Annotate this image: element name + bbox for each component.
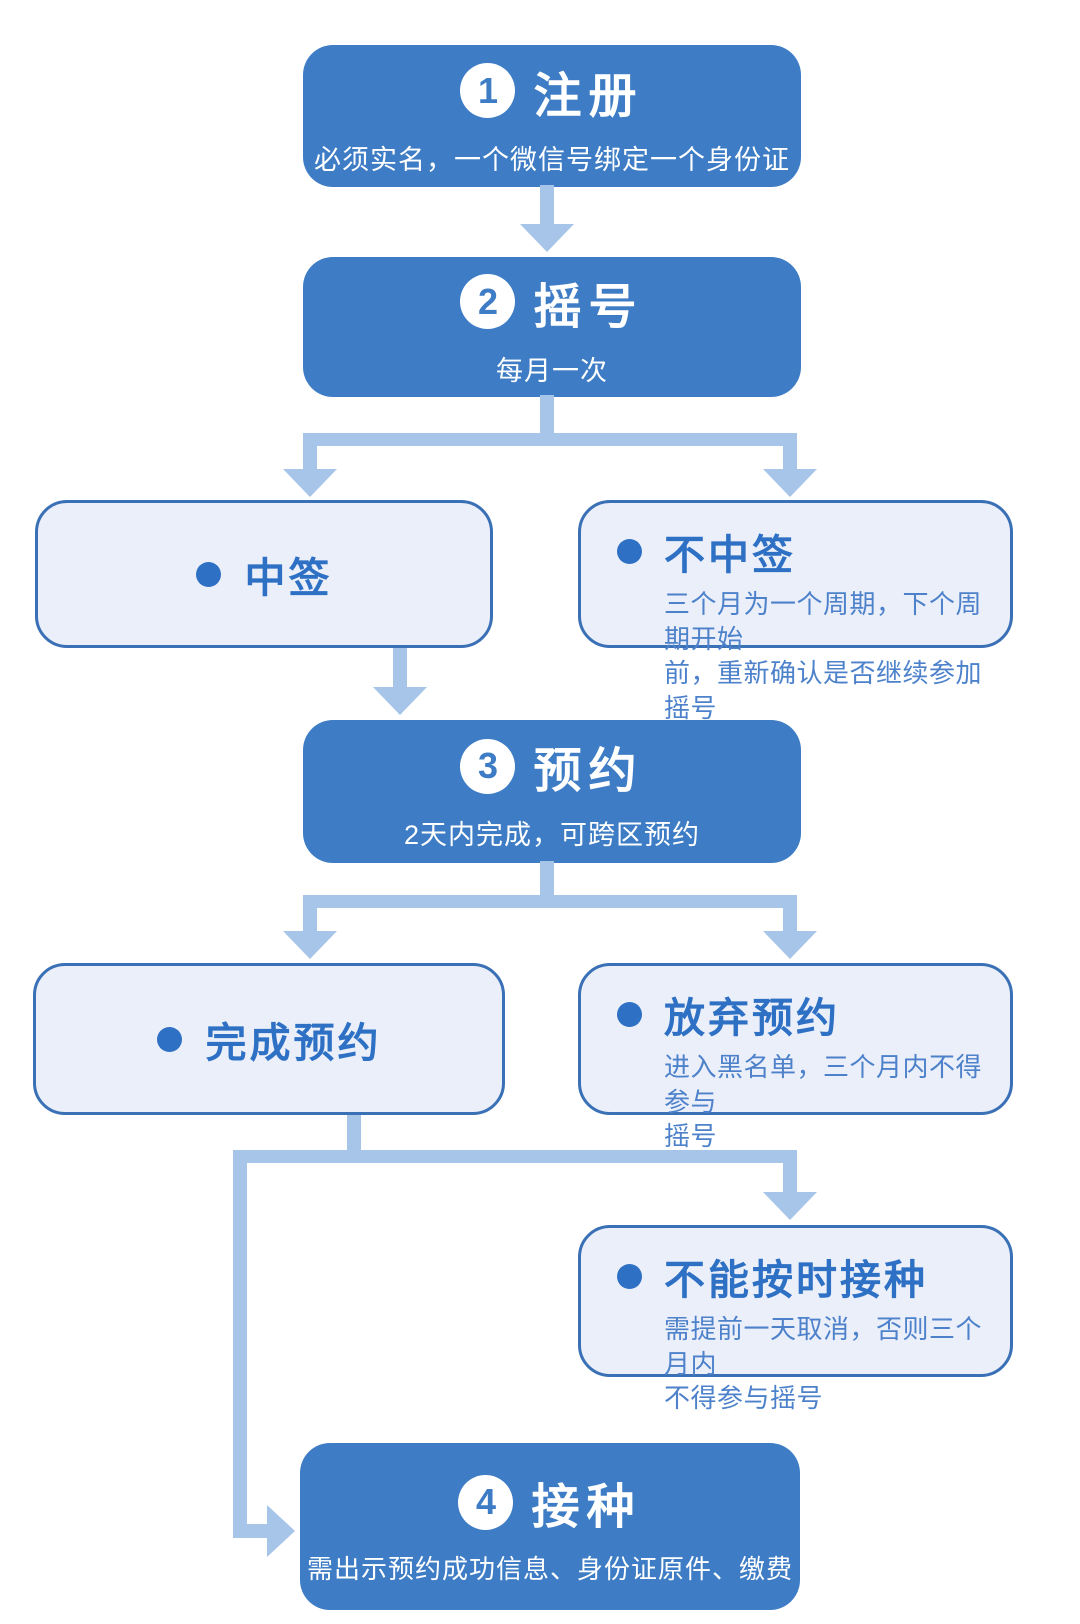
splitC-horizontal-shaft [233, 1150, 797, 1163]
arrow-down-icon [763, 931, 817, 959]
splitA-left-drop-shaft [303, 433, 317, 471]
outcome-lose-title: 不中签 [664, 532, 796, 578]
splitA-stub-shaft [540, 395, 554, 437]
step1-subtitle: 必须实名，一个微信号绑定一个身份证 [314, 144, 790, 175]
bullet-dot-icon [617, 1001, 642, 1027]
splitC-right-drop-shaft [783, 1150, 797, 1195]
outcome-giveup-box: 放弃预约 进入黑名单，三个月内不得参与 摇号 [578, 963, 1013, 1151]
outcome-late-desc: 需提前一天取消，否则三个月内 不得参与摇号 [664, 1314, 983, 1414]
outcome-done-box: 完成预约 [33, 963, 505, 1115]
arrow-down-icon [373, 687, 427, 715]
step4-subtitle: 需出示预约成功信息、身份证原件、缴费 [306, 1554, 793, 1584]
step3-subtitle: 2天内完成，可跨区预约 [403, 820, 701, 850]
bullet-dot-icon [195, 561, 221, 587]
splitC-stub-shaft [347, 1115, 361, 1155]
step1-register-box: 1 注册 必须实名，一个微信号绑定一个身份证 [303, 45, 801, 187]
outcome-lose-box: 不中签 三个月为一个周期，下个周期开始 前，重新确认是否继续参加摇号 [578, 500, 1013, 723]
step3-title: 预约 [533, 745, 644, 798]
step4-title: 接种 [531, 1481, 642, 1534]
step1-title-row: 1 注册 [460, 56, 643, 126]
outcome-giveup-desc: 进入黑名单，三个月内不得参与 摇号 [664, 1052, 983, 1152]
bullet-dot-icon [617, 1263, 642, 1289]
splitC-elbow-shaft [233, 1524, 269, 1538]
splitB-horizontal-shaft [303, 895, 797, 908]
arrow-down-icon [283, 469, 337, 497]
arrow-down-icon [763, 1192, 817, 1220]
step2-title-row: 2 摇号 [460, 267, 643, 337]
step2-subtitle: 每月一次 [496, 355, 608, 386]
step4-vaccinate-box: 4 接种 需出示预约成功信息、身份证原件、缴费 [300, 1443, 800, 1610]
outcome-win-box: 中签 [35, 500, 493, 648]
step2-title: 摇号 [533, 280, 644, 334]
connector-win-step3-shaft [393, 648, 407, 690]
splitC-left-long-shaft [233, 1150, 247, 1538]
splitB-stub-shaft [540, 861, 554, 901]
step1-title: 注册 [533, 69, 644, 123]
outcome-late-title-row: 不能按时接种 [617, 1246, 992, 1306]
step3-title-row: 3 预约 [460, 731, 643, 801]
step4-title-row: 4 接种 [458, 1467, 641, 1537]
step2-number-badge: 2 [460, 274, 516, 329]
step3-number-badge: 3 [460, 738, 516, 794]
step4-number-badge: 4 [458, 1474, 514, 1530]
bullet-dot-icon [617, 538, 642, 564]
outcome-giveup-title: 放弃预约 [664, 995, 840, 1041]
splitB-left-drop-shaft [303, 895, 317, 933]
outcome-giveup-title-row: 放弃预约 [617, 984, 992, 1044]
arrow-down-icon [763, 469, 817, 497]
outcome-late-title: 不能按时接种 [664, 1257, 928, 1303]
step1-number-badge: 1 [460, 63, 516, 118]
outcome-win-title: 中签 [244, 555, 333, 601]
step3-appointment-box: 3 预约 2天内完成，可跨区预约 [303, 720, 801, 863]
arrow-down-icon [520, 224, 574, 252]
arrow-down-icon [283, 931, 337, 959]
splitA-right-drop-shaft [783, 433, 797, 471]
connector-step1-step2-shaft [540, 185, 554, 227]
step2-lottery-box: 2 摇号 每月一次 [303, 257, 801, 397]
splitA-horizontal-shaft [303, 433, 797, 446]
bullet-dot-icon [156, 1026, 182, 1052]
outcome-late-box: 不能按时接种 需提前一天取消，否则三个月内 不得参与摇号 [578, 1225, 1013, 1413]
arrow-right-icon [267, 1505, 295, 1557]
outcome-lose-desc: 三个月为一个周期，下个周期开始 前，重新确认是否继续参加摇号 [664, 589, 983, 723]
outcome-lose-title-row: 不中签 [617, 521, 992, 581]
splitB-right-drop-shaft [783, 895, 797, 933]
outcome-done-title: 完成预约 [205, 1020, 382, 1066]
